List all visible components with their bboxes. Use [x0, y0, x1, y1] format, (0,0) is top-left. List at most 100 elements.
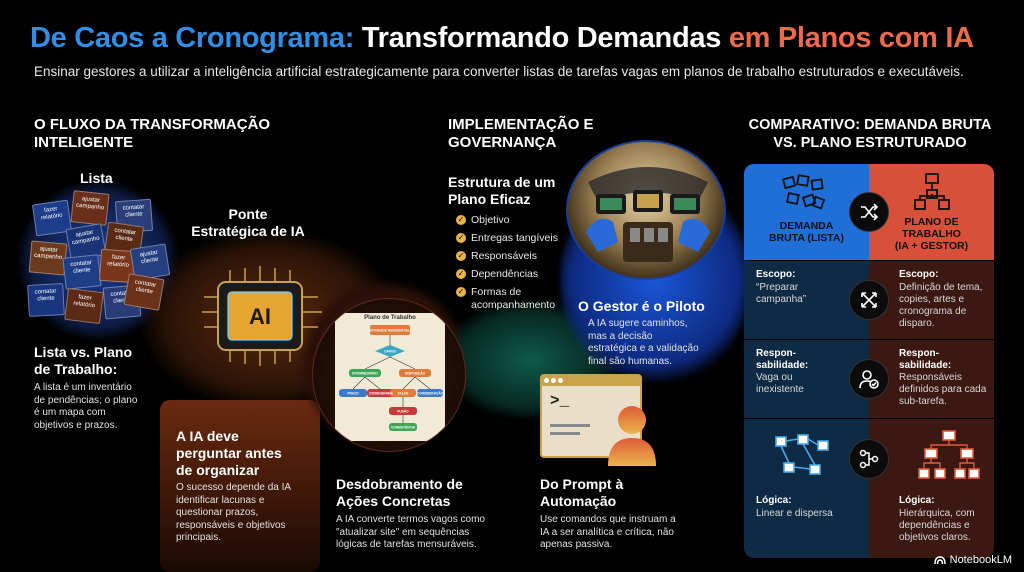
struct-title-line2: Plano Eficaz	[448, 191, 531, 207]
comparison-header-left-line2: BRUTA (LISTA)	[768, 232, 845, 244]
plan-box-title: Plano de Trabalho	[364, 315, 416, 321]
comparison-label: Lógica:	[756, 495, 792, 506]
compare-heading: COMPARATIVO: DEMANDA BRUTA VS. PLANO EST…	[740, 116, 1000, 152]
checklist: ✓ Objetivo ✓Entregas tangíveis ✓ Responsáv…	[456, 214, 571, 317]
pilot-text: A IA sugere caminhos, mas a decisão estr…	[588, 318, 699, 367]
comparison-cell-left: Respon-sabilidade: Vaga ou inexistente	[744, 340, 869, 418]
compare-heading-line2: VS. PLANO ESTRUTURADO	[773, 135, 967, 151]
comparison-text: Hierárquica, com dependências e objetivo…	[899, 508, 975, 543]
sticky-notes-cluster: fazer relatório ajustar campanho contata…	[27, 190, 171, 330]
impl-heading: IMPLEMENTAÇÃO E GOVERNANÇA	[448, 116, 594, 152]
comparison-header-right-line3: (IA + GESTOR)	[894, 240, 969, 252]
ask-title-line1: A IA deve	[176, 428, 239, 444]
comparison-cell-right: Lógica: Hierárquica, com dependências e …	[869, 419, 994, 558]
ai-chip-label: AI	[249, 304, 271, 329]
comparison-header-right: PLANO DE TRABALHO (IA + GESTOR)	[869, 164, 994, 260]
comparison-text: Linear e dispersa	[756, 508, 833, 519]
checklist-item: ✓Entregas tangíveis	[456, 232, 571, 245]
plan-node: CARGO	[384, 350, 396, 354]
pilot-title: O Gestor é o Piloto	[578, 298, 705, 314]
deploy-title: Desdobramento de Ações Concretas	[336, 476, 463, 510]
plan-node: DISPOSIÇÃO	[405, 371, 426, 376]
checklist-item-label: Objetivo	[471, 214, 510, 226]
comparison-text: “Preparar campanha”	[756, 282, 807, 305]
check-icon: ✓	[456, 251, 466, 261]
ask-text: O sucesso depende da IA identificar lacu…	[176, 482, 291, 543]
plan-node: CRONOGRAMA	[369, 392, 394, 396]
network-icon	[775, 434, 829, 475]
comparison-label: Escopo:	[899, 269, 939, 280]
terminal-titlebar	[542, 376, 640, 386]
checklist-item-label: Responsáveis	[471, 250, 537, 262]
struct-title-line1: Estrutura de um	[448, 174, 556, 190]
deploy-title-line2: Ações Concretas	[336, 493, 451, 509]
comparison-header-right-label: PLANO DE TRABALHO (IA + GESTOR)	[869, 216, 994, 252]
scattered-notes-icon	[782, 174, 826, 210]
plan-node: CONSISTÊNCIA	[391, 425, 416, 430]
bridge-title: Ponte Estratégica de IA	[188, 206, 308, 240]
plan-flowchart: ATIVIDADE MENSURÁVEL CARGO INTERMEDIÁRIO…	[339, 325, 444, 431]
checklist-item: ✓ Objetivo	[456, 214, 571, 227]
plan-node: PRAZO	[347, 392, 359, 396]
flow-heading-line1: O FLUXO DA TRANSFORMAÇÃO	[34, 116, 271, 133]
check-icon: ✓	[456, 269, 466, 279]
plan-node: FALSO	[398, 392, 409, 396]
plan-node: FUSÃO	[397, 409, 409, 414]
comparison-label: Escopo:	[756, 269, 796, 280]
hierarchy-tree-icon	[918, 430, 980, 479]
person-silhouette-icon	[608, 406, 656, 466]
ask-title-line3: de organizar	[176, 462, 260, 478]
shuffle-icon	[849, 192, 889, 232]
terminal-line	[550, 432, 580, 435]
sticky-note: contatar cliente	[62, 254, 102, 290]
sticky-note: contatar cliente	[123, 273, 165, 311]
comparison-cell-right: Respon-sabilidade: Responsáveis definido…	[869, 340, 994, 418]
list-label: Lista	[80, 170, 113, 186]
sticky-note: contatar cliente	[27, 283, 65, 317]
ai-chip-icon: AI	[202, 266, 322, 366]
comparison-row: Lógica: Linear e dispersa Lógica: Hierár…	[744, 419, 994, 558]
flow-nodes-icon	[849, 439, 889, 479]
bridge-title-line2: Estratégica de IA	[191, 223, 305, 239]
ask-title-line2: perguntar antes	[176, 445, 282, 461]
title-part-1: De Caos a Cronograma:	[30, 22, 355, 54]
plan-node: CONSIDERAÇÃO	[417, 391, 444, 396]
terminal-line	[550, 424, 590, 427]
sticky-note: ajustar campanho	[28, 240, 68, 276]
comparison-label: Respon-sabilidade:	[756, 348, 809, 371]
checklist-item: ✓ Formas de acompanhamento	[456, 286, 571, 312]
comparison-cell-right: Escopo: Definição de tema, copies, artes…	[869, 261, 994, 339]
check-icon: ✓	[456, 287, 466, 297]
comparison-text: Definição de tema, copies, artes e crono…	[899, 282, 983, 329]
compare-heading-line1: COMPARATIVO: DEMANDA BRUTA	[748, 117, 992, 133]
comparison-table: DEMANDA BRUTA (LISTA) PLANO DE TRABALHO …	[744, 164, 994, 558]
flow-heading: O FLUXO DA TRANSFORMAÇÃO INTELIGENTE	[34, 116, 270, 152]
comparison-header-right-line1: PLANO DE	[904, 216, 959, 228]
comparison-text: Responsáveis definidos para cada sub-tar…	[899, 372, 987, 407]
prompt-text: Use comandos que instruam a IA a ser ana…	[540, 514, 676, 550]
checklist-item: ✓ Dependências	[456, 268, 571, 281]
ask-title: A IA deve perguntar antes de organizar	[176, 428, 282, 479]
comparison-label: Lógica:	[899, 495, 935, 506]
notebooklm-icon	[933, 556, 946, 565]
impl-heading-line2: GOVERNANÇA	[448, 134, 557, 151]
page-title: De Caos a Cronograma: Transformando Dema…	[30, 22, 974, 55]
comparison-header-left-label: DEMANDA BRUTA (LISTA)	[744, 220, 869, 244]
checklist-item-label: Formas de acompanhamento	[471, 286, 556, 311]
prompt-title: Do Prompt à Automação	[540, 476, 623, 510]
sticky-note: ajustar campanho	[70, 190, 110, 226]
background-glow-bottom-left	[160, 400, 320, 572]
checklist-item-label: Dependências	[471, 268, 539, 280]
plan-diagram: Plano de Trabalho ATIVIDADE MENSURÁVEL C…	[312, 298, 466, 452]
notebooklm-logo: NotebookLM	[933, 554, 1012, 566]
lista-vs-title-line2: de Trabalho:	[34, 361, 118, 377]
lista-vs-text: A lista é um inventário de pendências; o…	[34, 382, 138, 431]
check-icon: ✓	[456, 233, 466, 243]
title-part-3: em Planos com IA	[728, 22, 974, 54]
terminal-prompt: >_	[550, 392, 570, 410]
comparison-header-right-line2: TRABALHO	[902, 228, 961, 240]
prompt-title-line2: Automação	[540, 493, 617, 509]
deploy-text: A IA converte termos vagos como "atualiz…	[336, 514, 485, 550]
plan-node: INTERMEDIÁRIO	[352, 371, 378, 376]
check-icon: ✓	[456, 215, 466, 225]
